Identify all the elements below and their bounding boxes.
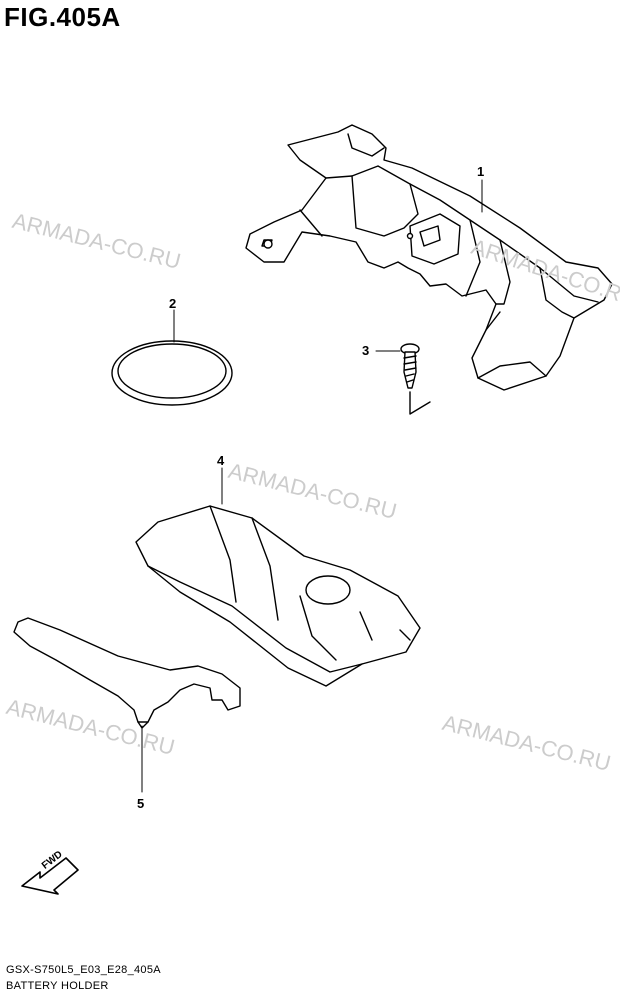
callout-1: 1 (477, 164, 485, 179)
callout-4: 4 (217, 453, 225, 468)
spanner-tool (13, 617, 241, 729)
figure-title: FIG.405A (4, 2, 121, 32)
diagram-caption: BATTERY HOLDER (6, 980, 109, 992)
fwd-arrow-icon (21, 857, 79, 895)
battery-cover-pad (135, 505, 421, 687)
battery-ring (111, 340, 233, 406)
callout-3: 3 (362, 343, 370, 358)
battery-holder-bracket (245, 124, 613, 391)
callout-2: 2 (169, 296, 177, 311)
callout-5: 5 (137, 796, 145, 811)
diagram-code: GSX-S750L5_E03_E28_405A (6, 964, 161, 976)
screw (400, 343, 431, 415)
